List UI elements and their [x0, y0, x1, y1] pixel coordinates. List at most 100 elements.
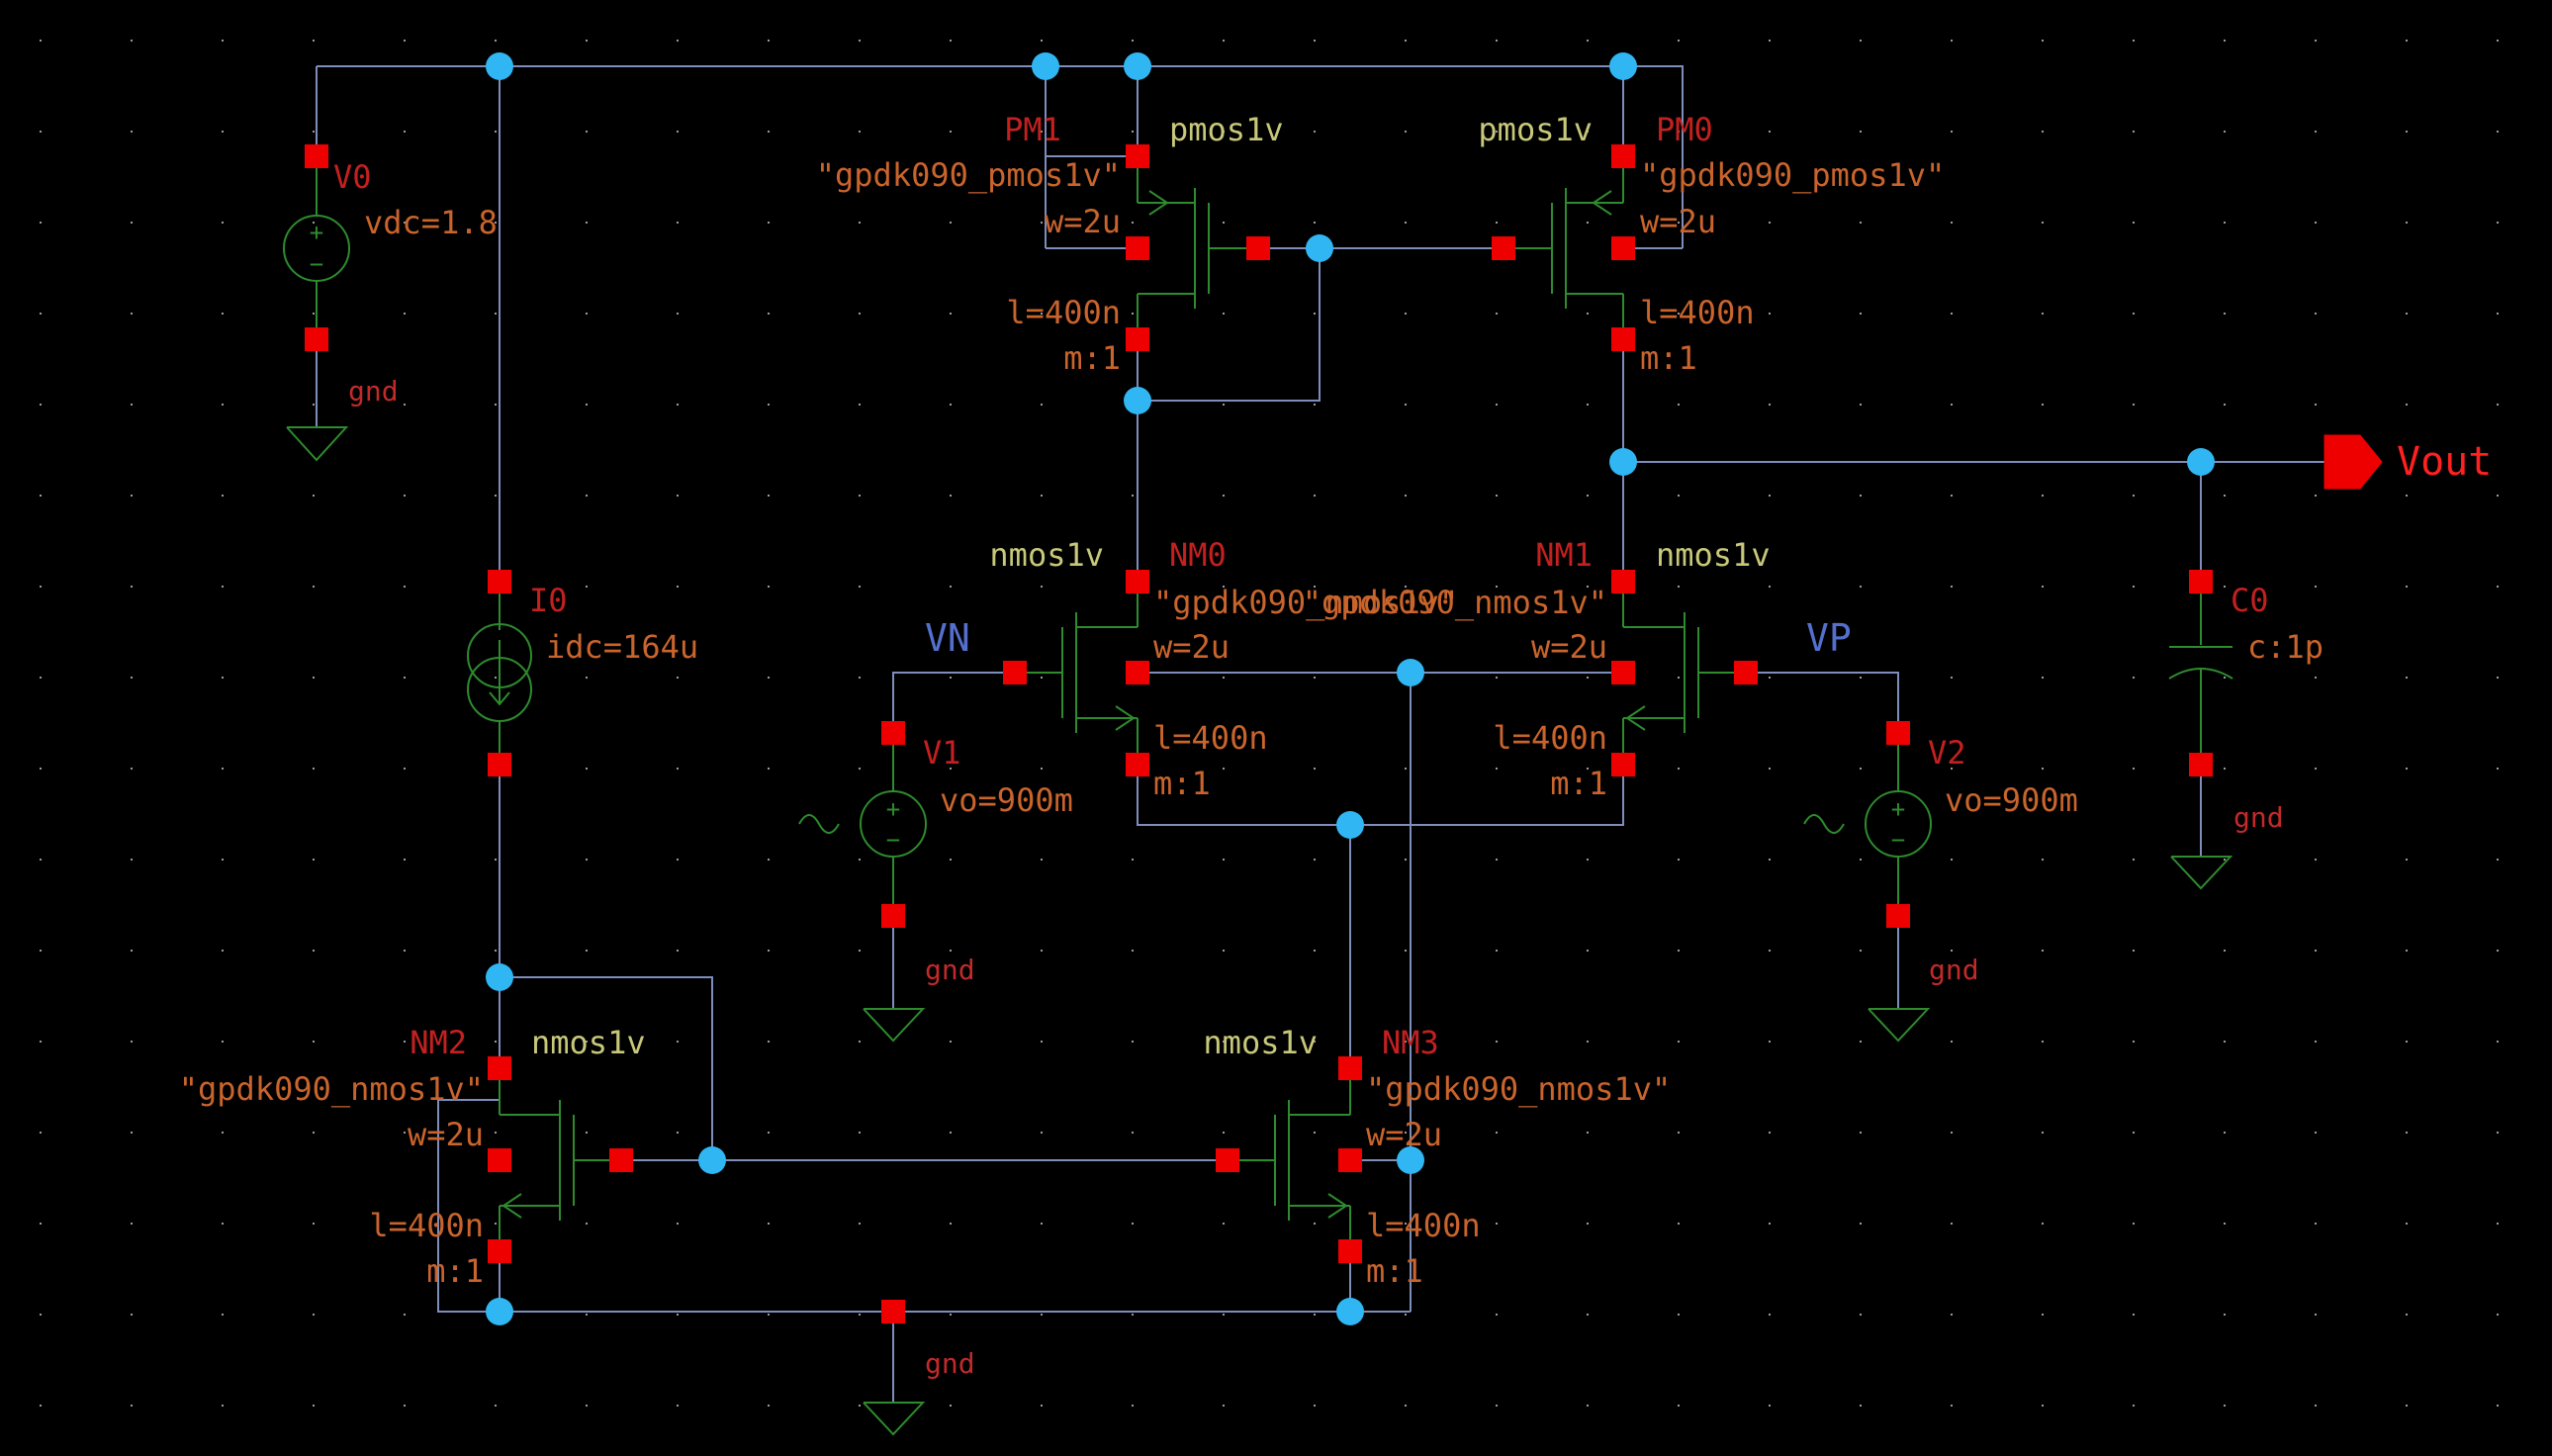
pin-square[interactable]	[881, 1300, 905, 1323]
pin-square[interactable]	[1492, 236, 1515, 260]
grid-dot	[404, 859, 406, 861]
pin-square[interactable]	[1734, 661, 1758, 684]
vout-port-label[interactable]: Vout	[2397, 439, 2492, 485]
grid-dot	[2224, 859, 2226, 861]
wires[interactable]	[316, 65, 2324, 1403]
wire-vn[interactable]	[892, 672, 1015, 733]
v0-value[interactable]: vdc=1.8	[364, 204, 498, 241]
pin-square[interactable]	[305, 327, 328, 351]
pin-square[interactable]	[1126, 327, 1149, 351]
pin-square[interactable]	[1126, 236, 1149, 260]
pin-square[interactable]	[1126, 144, 1149, 168]
i0-value[interactable]: idc=164u	[546, 628, 698, 666]
output-pin-icon[interactable]	[2324, 434, 2383, 490]
pin-square[interactable]	[1611, 753, 1635, 776]
pin-square[interactable]	[1611, 570, 1635, 593]
grid-dot	[131, 222, 133, 224]
pin-square[interactable]	[488, 753, 511, 776]
pin-square[interactable]	[1611, 144, 1635, 168]
grid-dot	[859, 313, 861, 315]
v1-instance-name[interactable]: V1	[923, 734, 961, 772]
i0-instance-name[interactable]: I0	[529, 582, 568, 619]
nm0-instance-name[interactable]: NM0	[1169, 536, 1227, 574]
pin-square[interactable]	[609, 1148, 633, 1172]
grid-dot	[1405, 1132, 1407, 1134]
pin-square[interactable]	[1886, 904, 1910, 928]
pin-square[interactable]	[1126, 661, 1149, 684]
grid-dot	[40, 586, 42, 588]
grid-dot	[2042, 768, 2044, 770]
pin-square[interactable]	[1126, 570, 1149, 593]
wire-pm1-diode[interactable]	[1138, 248, 1321, 402]
grid-dot	[495, 131, 497, 133]
grid-dot	[313, 40, 315, 42]
pin-square[interactable]	[1003, 661, 1027, 684]
v1-value[interactable]: vo=900m	[940, 781, 1073, 819]
pin-square[interactable]	[881, 904, 905, 928]
pin-square[interactable]	[1246, 236, 1270, 260]
wire-nm2-diode[interactable]	[500, 976, 713, 1160]
pin-square[interactable]	[1611, 661, 1635, 684]
wire-vp[interactable]	[1746, 672, 1899, 733]
pin-square[interactable]	[305, 144, 328, 168]
v2-value[interactable]: vo=900m	[1945, 781, 2078, 819]
wire-tail[interactable]	[1137, 765, 1624, 826]
grid-dot	[950, 586, 952, 588]
pin-square[interactable]	[1611, 236, 1635, 260]
pin-square[interactable]	[1126, 753, 1149, 776]
nm3-instance-name[interactable]: NM3	[1382, 1024, 1439, 1061]
pin-square[interactable]	[2189, 570, 2213, 593]
pin-square[interactable]	[1338, 1239, 1362, 1263]
c0-gnd-label: gnd	[2233, 801, 2284, 834]
v2-source-symbol[interactable]: + −	[1803, 733, 1932, 916]
c0-value[interactable]: c:1p	[2247, 628, 2324, 666]
nm3-width: w=2u	[1366, 1116, 1442, 1153]
pin-square[interactable]	[881, 721, 905, 745]
pm1-instance-name[interactable]: PM1	[1004, 111, 1061, 148]
wire-nm2-bulk[interactable]	[437, 1099, 500, 1313]
grid-dot	[1405, 1223, 1407, 1225]
nm3-model: "gpdk090_nmos1v"	[1366, 1070, 1671, 1108]
pin-square[interactable]	[488, 1148, 511, 1172]
pin-square[interactable]	[1338, 1148, 1362, 1172]
grid-dot	[1860, 768, 1862, 770]
pin-square[interactable]	[488, 1056, 511, 1080]
nm2-instance-name[interactable]: NM2	[410, 1024, 467, 1061]
grid-dot	[404, 1314, 406, 1316]
v1-source-symbol[interactable]: + −	[798, 733, 927, 916]
grid-dot	[768, 131, 770, 133]
grid-dot	[2315, 1314, 2317, 1316]
c0-instance-name[interactable]: C0	[2231, 582, 2269, 619]
grid-dot	[1132, 131, 1134, 133]
grid-dot	[2042, 1041, 2044, 1043]
pin-square[interactable]	[488, 1239, 511, 1263]
grid-dot	[40, 768, 42, 770]
wire-vdd-rail[interactable]	[317, 65, 1684, 156]
grid-dot	[131, 1314, 133, 1316]
v2-instance-name[interactable]: V2	[1928, 734, 1966, 772]
nm1-instance-name[interactable]: NM1	[1535, 536, 1593, 574]
grid-dot	[1405, 586, 1407, 588]
pin-square[interactable]	[1886, 721, 1910, 745]
grid-dot	[1678, 222, 1680, 224]
pin-square[interactable]	[1338, 1056, 1362, 1080]
grid-dot	[1405, 40, 1407, 42]
vn-net-label[interactable]: VN	[925, 616, 970, 660]
grid-dot	[950, 40, 952, 42]
grid-dot	[1769, 313, 1771, 315]
pm0-instance-name[interactable]: PM0	[1656, 111, 1713, 148]
grid-dot	[1951, 131, 1953, 133]
pin-square[interactable]	[1216, 1148, 1239, 1172]
pin-square[interactable]	[488, 570, 511, 593]
grid-dot	[1496, 859, 1498, 861]
grid-dot	[1951, 586, 1953, 588]
pin-square[interactable]	[2189, 753, 2213, 776]
grid-dot	[222, 1132, 224, 1134]
vp-net-label[interactable]: VP	[1806, 616, 1852, 660]
grid-dot	[1132, 222, 1134, 224]
pin-square[interactable]	[1611, 327, 1635, 351]
grid-dot	[1587, 586, 1589, 588]
v0-instance-name[interactable]: V0	[333, 158, 372, 196]
grid-dot	[2315, 1405, 2317, 1407]
